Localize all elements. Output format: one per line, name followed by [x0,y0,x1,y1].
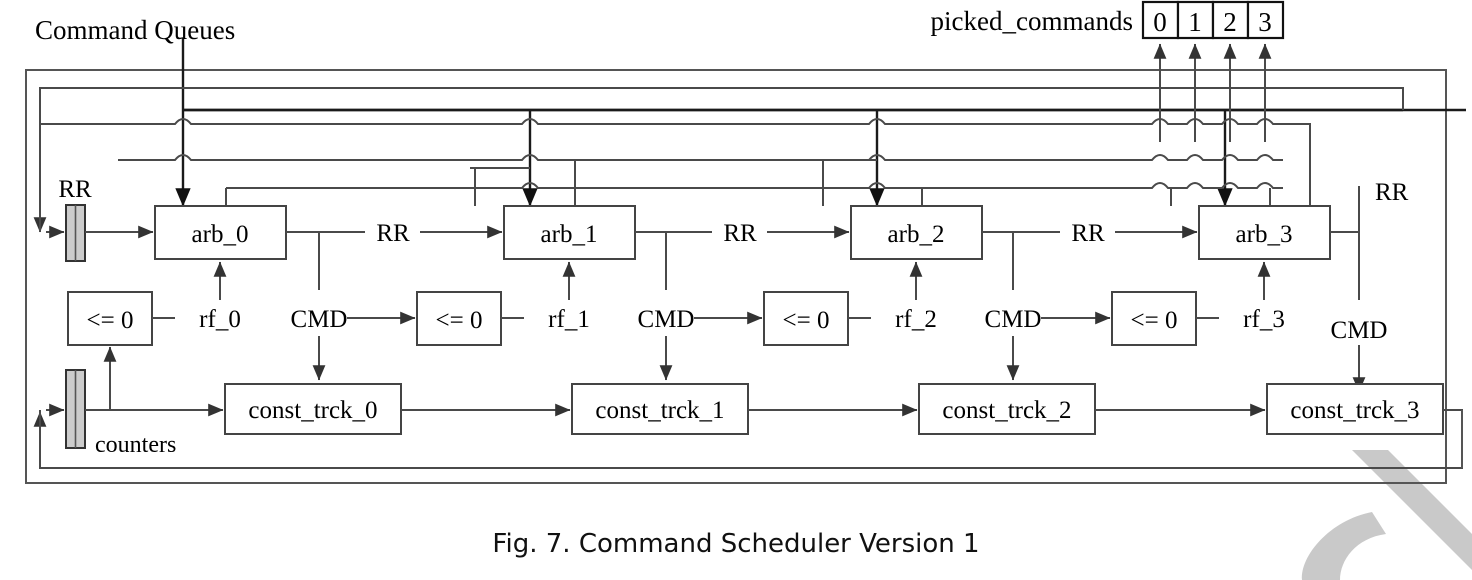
const-trck-2-label: const_trck_2 [942,397,1071,424]
rr-link-label-2: RR [1071,220,1105,247]
rf-label-1: rf_1 [548,306,590,333]
arb-0: arb_0 [154,205,287,260]
const-trck-3-label: const_trck_3 [1290,397,1419,424]
picked-commands-label: picked_commands [931,6,1133,36]
picked-command-cell-1: 1 [1188,7,1202,37]
arb-2-label: arb_2 [888,221,945,248]
const-trck-1-label: const_trck_1 [595,397,724,424]
comparator-3-label: <= 0 [1131,307,1178,334]
figure-caption: Fig. 7. Command Scheduler Version 1 [492,529,979,559]
rf-label-0: rf_0 [199,306,241,333]
command-queues-label: Command Queues [35,15,235,45]
comparator-0-label: <= 0 [87,307,134,334]
comparator-1-label: <= 0 [436,307,483,334]
counters-register-label: counters [95,432,176,458]
cmd-label-1: CMD [638,306,695,333]
picked-commands-box: 0 1 2 3 [1141,0,1285,40]
outer-frame [25,69,1447,484]
wire-bus-row-c [226,182,1283,189]
rf-label-2: rf_2 [895,306,937,333]
comparator-3: <= 0 [1111,291,1197,346]
arb-0-label: arb_0 [192,221,249,248]
wire-bus-row-b [118,154,1283,161]
arb2-corner [822,159,877,206]
const-trck-1: const_trck_1 [571,383,749,435]
arb-3-label: arb_3 [1236,221,1293,248]
rr-out-label: RR [1375,179,1409,206]
arb-1-label: arb_1 [541,221,598,248]
rr-register [65,204,86,262]
const-trck-2: const_trck_2 [918,383,1096,435]
comparator-2: <= 0 [763,291,849,346]
rf-label-3: rf_3 [1243,306,1285,333]
rr-link-label-0: RR [376,220,410,247]
rr-link-label-1: RR [723,220,757,247]
counters-register [65,369,86,449]
cmd-label-3: CMD [1331,317,1388,344]
comparator-2-label: <= 0 [783,307,830,334]
const-trck-3: const_trck_3 [1266,383,1444,435]
comparator-1: <= 0 [416,291,502,346]
wire-bus-row-a [40,118,1311,206]
arb-1: arb_1 [503,205,636,260]
picked-command-cell-2: 2 [1223,7,1237,37]
arb-3: arb_3 [1198,205,1331,260]
cmd-label-0: CMD [291,306,348,333]
const-trck-0-label: const_trck_0 [248,397,377,424]
arb-2: arb_2 [850,205,983,260]
comparator-0: <= 0 [67,291,153,346]
watermark-glyph [1301,450,1472,580]
picked-command-cell-3: 3 [1258,7,1272,37]
const-trck-0: const_trck_0 [224,383,402,435]
cmd-label-2: CMD [985,306,1042,333]
rr-register-label: RR [58,176,92,203]
picked-command-cell-0: 0 [1153,7,1167,37]
